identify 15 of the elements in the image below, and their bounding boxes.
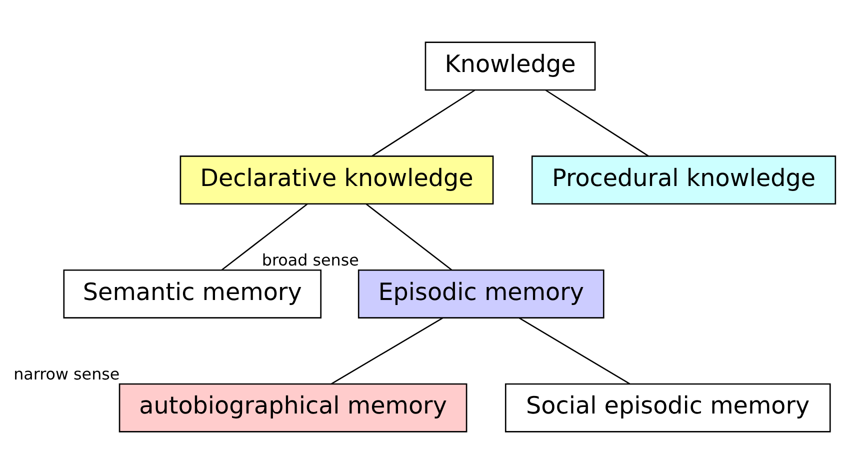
connector [519,317,630,384]
connector [366,203,452,270]
node-box: Episodic memory [358,268,604,318]
node-box: Knowledge [424,41,596,90]
connector [545,89,649,156]
connector [331,316,443,384]
node-box: Declarative knowledge [180,155,494,204]
node-label: broad sense [262,250,359,270]
node-box: Procedural knowledge [531,155,836,204]
node-box: Semantic memory [63,268,322,318]
connector [222,203,308,270]
node-label: narrow sense [14,364,120,384]
node-box: autobiographical memory [118,382,468,432]
connector [372,89,476,156]
node-box: Social episodic memory [504,382,831,432]
